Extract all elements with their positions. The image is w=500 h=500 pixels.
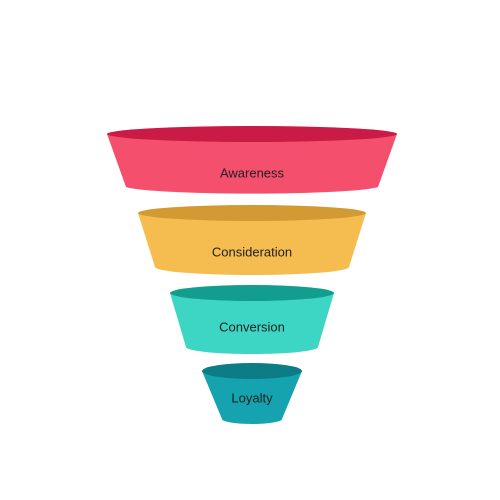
funnel-stage-consideration-label: Consideration	[212, 244, 292, 259]
funnel-stage-consideration-body	[138, 213, 366, 275]
funnel-stage-consideration-rim	[138, 205, 366, 221]
funnel-stage-conversion-rim	[170, 285, 334, 301]
funnel-stage-awareness-rim	[107, 126, 397, 142]
funnel-stage-loyalty: Loyalty	[202, 363, 302, 424]
funnel-stage-loyalty-label: Loyalty	[231, 390, 273, 405]
funnel-stage-loyalty-body	[202, 371, 302, 424]
funnel-stage-loyalty-rim	[202, 363, 302, 379]
funnel-stage-awareness-label: Awareness	[220, 165, 285, 180]
funnel-stage-conversion: Conversion	[170, 285, 334, 354]
funnel-stage-awareness-body	[107, 134, 397, 194]
funnel-stage-conversion-label: Conversion	[219, 319, 285, 334]
funnel-stage-awareness: Awareness	[107, 126, 397, 194]
funnel-stage-conversion-body	[170, 293, 334, 354]
funnel-stage-consideration: Consideration	[138, 205, 366, 275]
